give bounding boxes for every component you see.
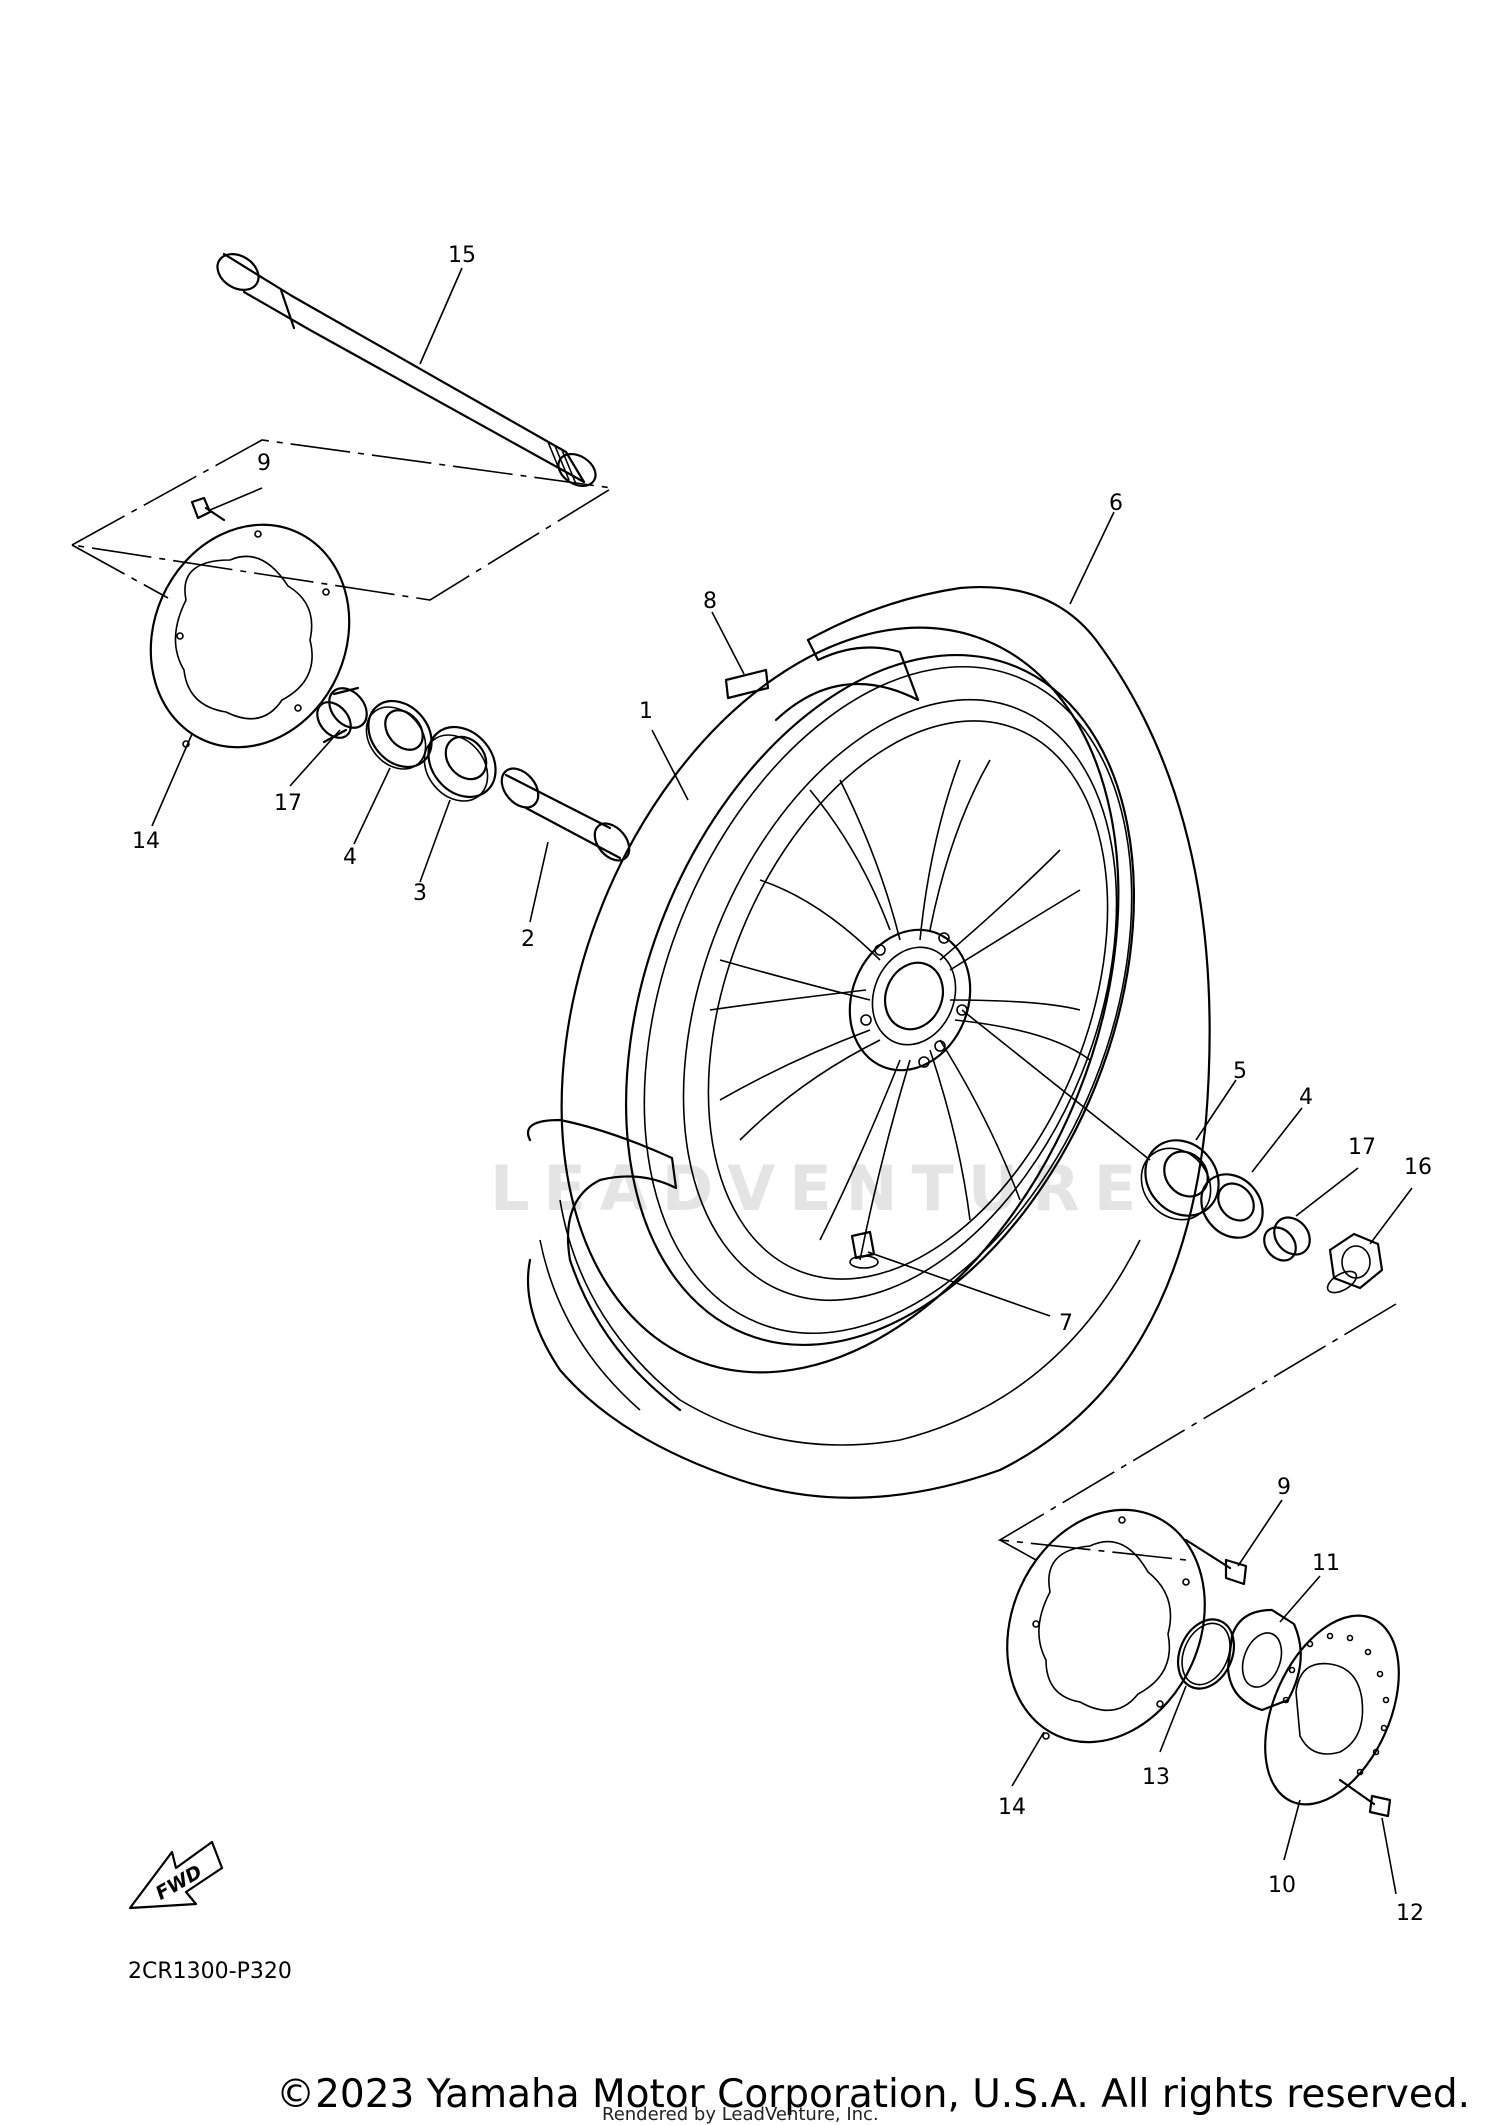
callout-3: 3 <box>413 881 427 906</box>
callout-16: 16 <box>1404 1155 1432 1180</box>
spacer-part-2 <box>500 767 631 862</box>
collar-part-17-left <box>316 686 368 744</box>
assembly-line-lower-left <box>999 1539 1037 1561</box>
callout-7: 7 <box>1059 1311 1073 1336</box>
callout-11: 11 <box>1312 1551 1340 1576</box>
callout-14-lower: 14 <box>998 1795 1026 1820</box>
flange-part-11 <box>1226 1608 1302 1712</box>
callout-9-lower: 9 <box>1277 1475 1291 1500</box>
bearing-part-3 <box>423 725 497 802</box>
axle-nut-part-16 <box>1326 1232 1384 1294</box>
oil-seal-part-4-left <box>365 699 433 770</box>
collar-part-17-right <box>1263 1216 1311 1262</box>
callout-17: 17 <box>274 791 302 816</box>
callout-15: 15 <box>448 243 476 268</box>
bolt-part-9-lower <box>1184 1538 1248 1586</box>
diagram-code: 2CR1300-P320 <box>128 1959 292 1984</box>
sensor-rotor-part-10 <box>1264 1614 1400 1806</box>
copyright-notice: ©2023 Yamaha Motor Corporation, U.S.A. A… <box>276 2072 1470 2117</box>
callout-17-right: 17 <box>1348 1135 1376 1160</box>
tire-part-6 <box>526 586 1211 1499</box>
watermark-text: LEADVENTURE <box>490 1152 1150 1225</box>
callout-12: 12 <box>1396 1901 1424 1926</box>
callout-10: 10 <box>1268 1873 1296 1898</box>
bolt-part-9-upper <box>190 496 226 522</box>
wheel-part-1 <box>560 626 1135 1374</box>
axis-line <box>961 1009 1151 1161</box>
bearing-part-5 <box>1140 1139 1220 1221</box>
callout-4-right: 4 <box>1299 1085 1313 1110</box>
brake-disc-part-14-upper <box>149 523 351 749</box>
fwd-arrow-icon: FWD <box>128 1840 224 1910</box>
rendered-by-notice: Rendered by LeadVenture, Inc. <box>602 2104 879 2125</box>
o-ring-inner <box>1181 1622 1231 1686</box>
callout-6: 6 <box>1109 491 1123 516</box>
callout-4: 4 <box>343 845 357 870</box>
axle-part-15 <box>216 252 597 488</box>
callout-2: 2 <box>521 927 535 952</box>
callout-9: 9 <box>257 451 271 476</box>
callout-8: 8 <box>703 589 717 614</box>
leader-lines <box>151 267 1413 1895</box>
callout-1: 1 <box>639 699 653 724</box>
weight-part-8 <box>724 668 770 700</box>
oil-seal-part-4-right <box>1200 1173 1264 1239</box>
assembly-line-upper-left <box>71 544 169 599</box>
screw-part-12 <box>1338 1778 1392 1818</box>
assembly-line-upper <box>69 439 615 601</box>
callout-14: 14 <box>132 829 160 854</box>
callout-numbers: 15 9 6 8 1 14 17 4 3 2 5 4 17 16 7 9 11 … <box>132 243 1432 1926</box>
brake-disc-part-14-lower <box>1006 1508 1206 1744</box>
o-ring-part-13 <box>1176 1618 1236 1690</box>
callout-13: 13 <box>1142 1765 1170 1790</box>
callout-5: 5 <box>1233 1059 1247 1084</box>
